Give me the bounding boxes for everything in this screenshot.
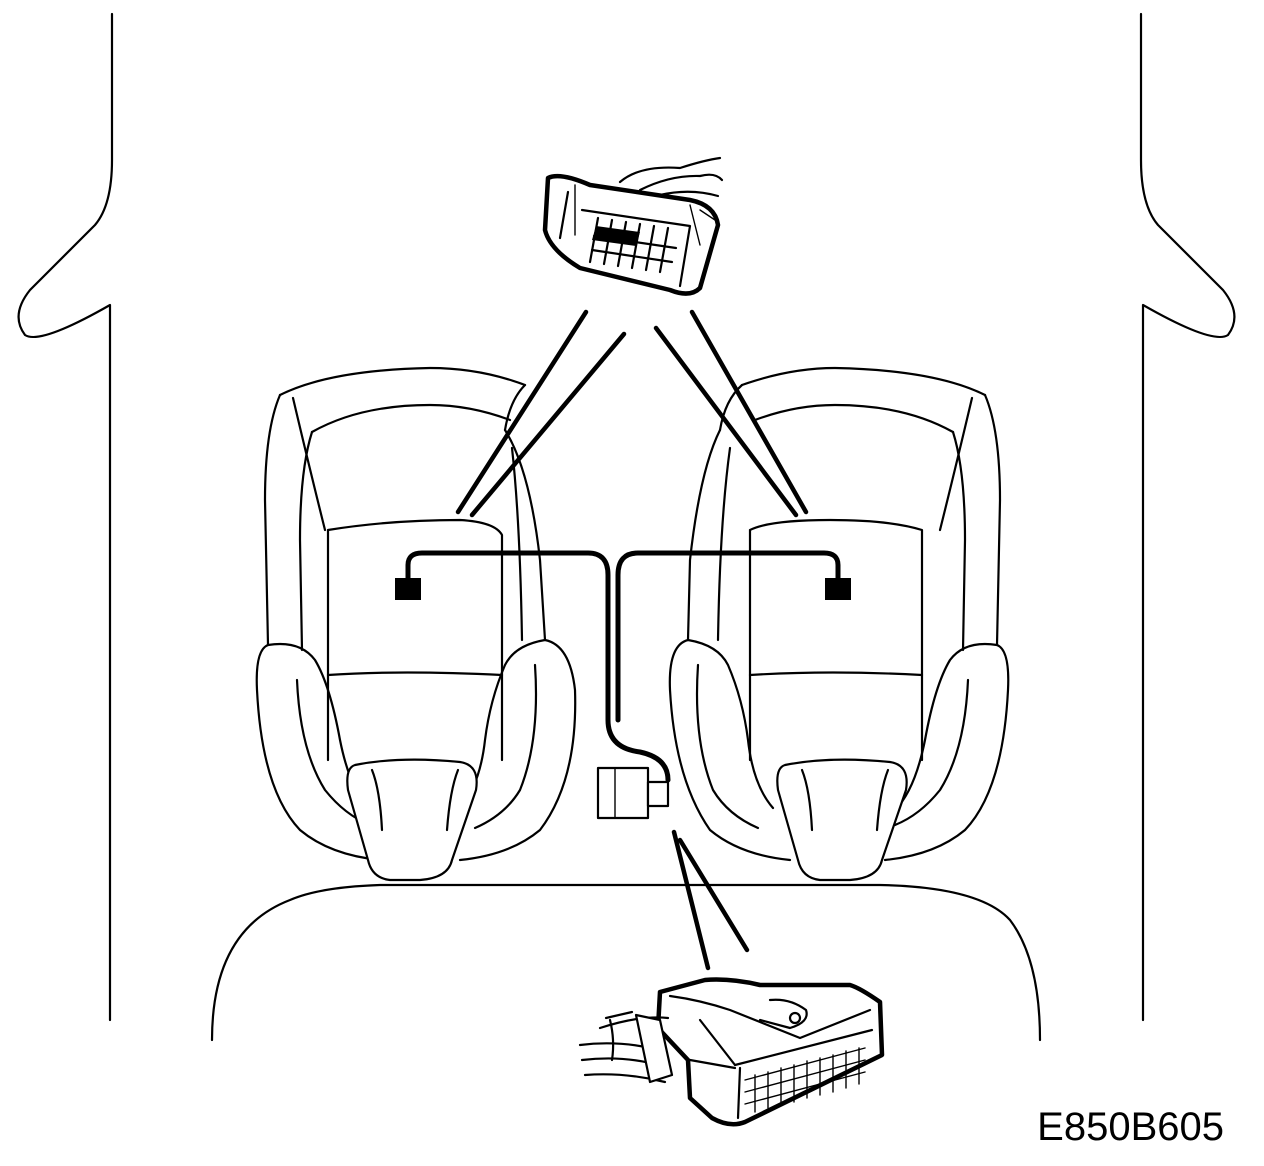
vehicle-body-outline bbox=[17, 12, 1236, 1022]
left-seat-connector bbox=[395, 578, 421, 600]
leader-lines bbox=[455, 309, 809, 971]
figure-id-label: E850B605 bbox=[1037, 1105, 1224, 1149]
seat-wiring-harness bbox=[395, 550, 851, 783]
left-front-seat bbox=[255, 366, 577, 882]
center-connector bbox=[596, 766, 670, 820]
right-front-seat bbox=[668, 366, 1010, 882]
rear-seat-outline bbox=[210, 883, 1042, 1042]
control-module-connector bbox=[578, 977, 885, 1127]
upper-connector bbox=[542, 156, 724, 296]
right-seat-connector bbox=[825, 578, 851, 600]
